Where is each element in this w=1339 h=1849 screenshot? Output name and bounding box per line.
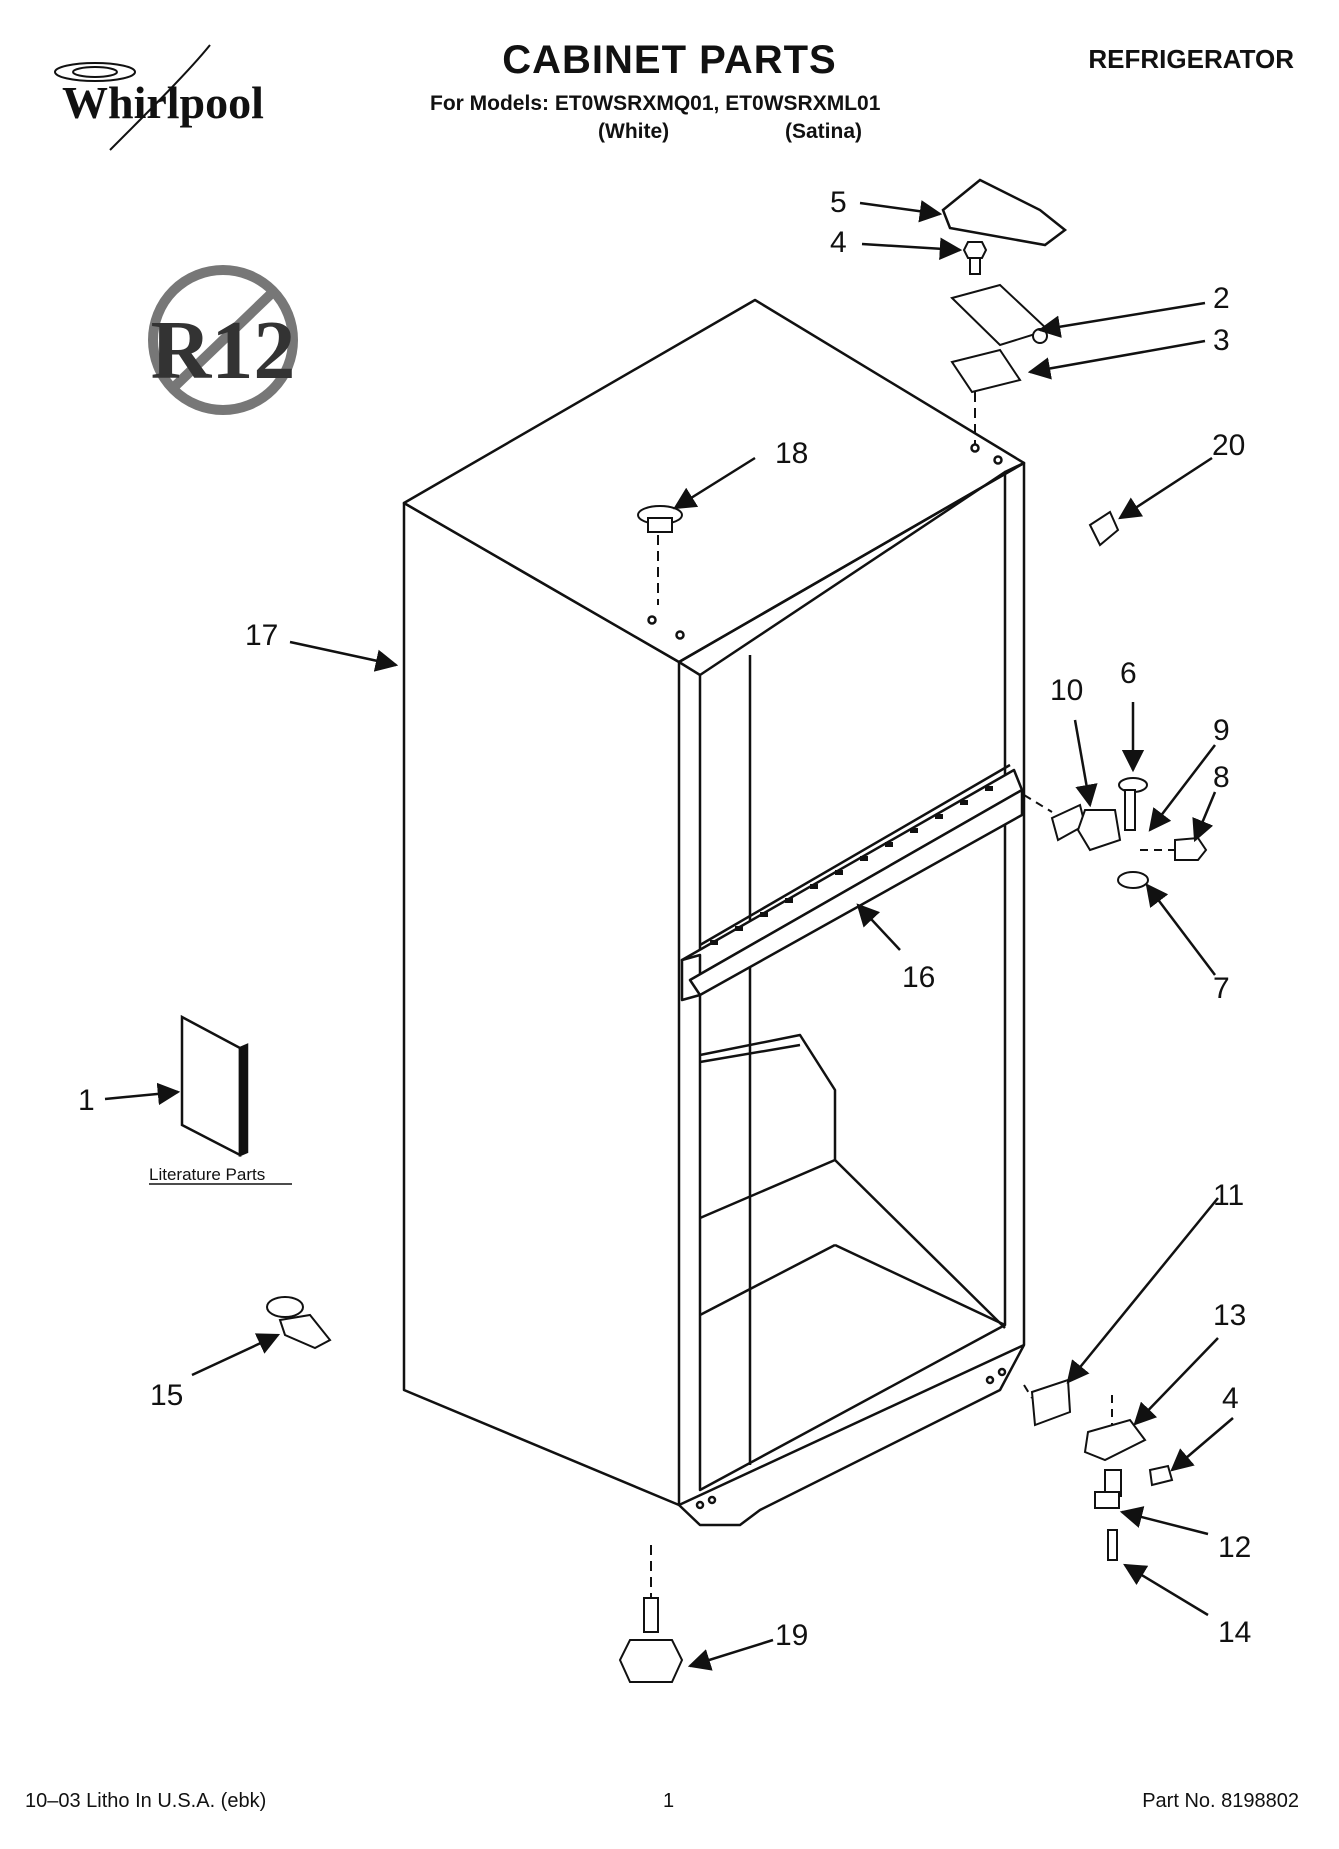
assembly-line xyxy=(1023,794,1053,813)
footer-print-info: 10–03 Litho In U.S.A. (ebk) xyxy=(25,1790,267,1812)
whirlpool-logo-text: Whirlpool xyxy=(62,77,264,128)
callout-16: 16 xyxy=(902,961,935,994)
callout-2: 2 xyxy=(1213,282,1230,315)
page-title: CABINET PARTS xyxy=(502,38,837,82)
callout-labels: 5 4 2 3 20 18 17 10 6 9 8 7 16 1 15 11 1… xyxy=(78,186,1251,1652)
literature-book xyxy=(180,1014,249,1158)
footer-part-number: Part No. 8198802 xyxy=(1142,1790,1299,1812)
literature-parts-label: Literature Parts xyxy=(149,1165,265,1184)
hinge-cover-part xyxy=(941,178,1068,247)
callout-19: 19 xyxy=(775,1619,808,1652)
callout-arrows xyxy=(104,200,1234,1671)
center-hinge-assembly xyxy=(1050,777,1208,889)
callout-13: 13 xyxy=(1213,1299,1246,1332)
callout-14: 14 xyxy=(1218,1616,1251,1649)
callout-18: 18 xyxy=(775,437,808,470)
callout-9: 9 xyxy=(1213,714,1230,747)
callout-11: 11 xyxy=(1213,1179,1244,1212)
variant-satina: (Satina) xyxy=(785,120,863,143)
bottom-hinge-assembly xyxy=(1030,1378,1174,1561)
models-line: For Models: ET0WSRXMQ01, ET0WSRXML01 xyxy=(430,92,881,115)
variant-white: (White) xyxy=(598,120,670,143)
callout-20: 20 xyxy=(1212,429,1245,462)
divider-bar xyxy=(680,763,1024,1002)
callout-10: 10 xyxy=(1050,674,1083,707)
refrigerator-cabinet xyxy=(402,298,1026,1527)
callout-8: 8 xyxy=(1213,761,1230,794)
callout-17: 17 xyxy=(245,619,278,652)
cord-clamp-part xyxy=(266,1296,332,1350)
callout-7: 7 xyxy=(1213,972,1230,1005)
callout-1: 1 xyxy=(78,1084,95,1117)
callout-15: 15 xyxy=(150,1379,183,1412)
leveling-leg-part xyxy=(618,1597,684,1683)
callout-6: 6 xyxy=(1120,657,1137,690)
callout-12: 12 xyxy=(1218,1531,1251,1564)
footer-page-number: 1 xyxy=(663,1790,675,1812)
r12-prohibited-icon: R12 xyxy=(148,265,298,415)
clip-part xyxy=(1088,510,1120,547)
callout-5: 5 xyxy=(830,186,847,219)
assembly-line xyxy=(1023,1384,1033,1399)
hinge-shim-part xyxy=(950,348,1022,394)
hinge-screw-part xyxy=(962,241,988,275)
category-label: REFRIGERATOR xyxy=(1088,44,1294,74)
r12-text: R12 xyxy=(151,304,296,397)
plug-button-part xyxy=(637,505,683,533)
callout-4-top: 4 xyxy=(830,226,847,259)
callout-3: 3 xyxy=(1213,324,1230,357)
callout-4-bottom: 4 xyxy=(1222,1382,1239,1415)
whirlpool-logo: Whirlpool xyxy=(54,44,264,151)
top-hinge-part xyxy=(950,283,1050,347)
